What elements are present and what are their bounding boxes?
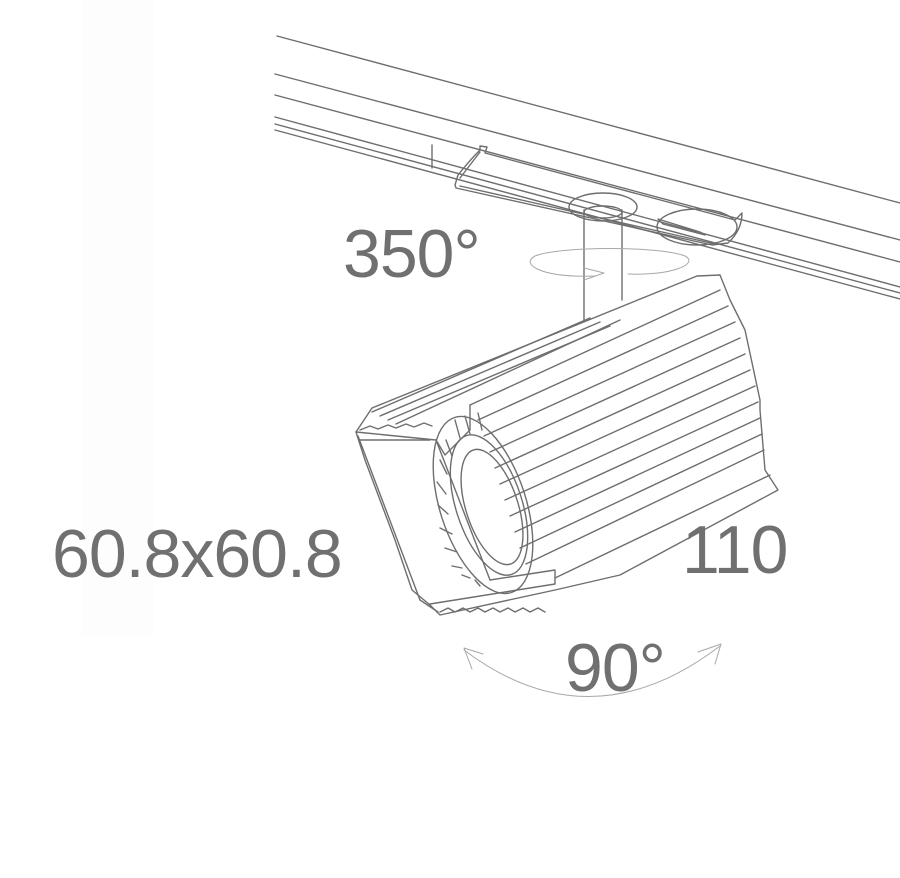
rotation-angle-label: 350° <box>343 216 481 292</box>
length-dimension-label: 110 <box>682 512 788 588</box>
cross-section-dimension-label: 60.8x60.8 <box>52 516 343 592</box>
lamp-housing <box>355 274 779 616</box>
background-panel <box>82 0 154 636</box>
swivel-stem <box>568 192 638 321</box>
track-adapter <box>454 145 743 246</box>
tilt-angle-label: 90° <box>565 630 666 706</box>
rotation-arrow-icon <box>529 248 690 281</box>
tilt-arrow-icon <box>463 643 722 697</box>
